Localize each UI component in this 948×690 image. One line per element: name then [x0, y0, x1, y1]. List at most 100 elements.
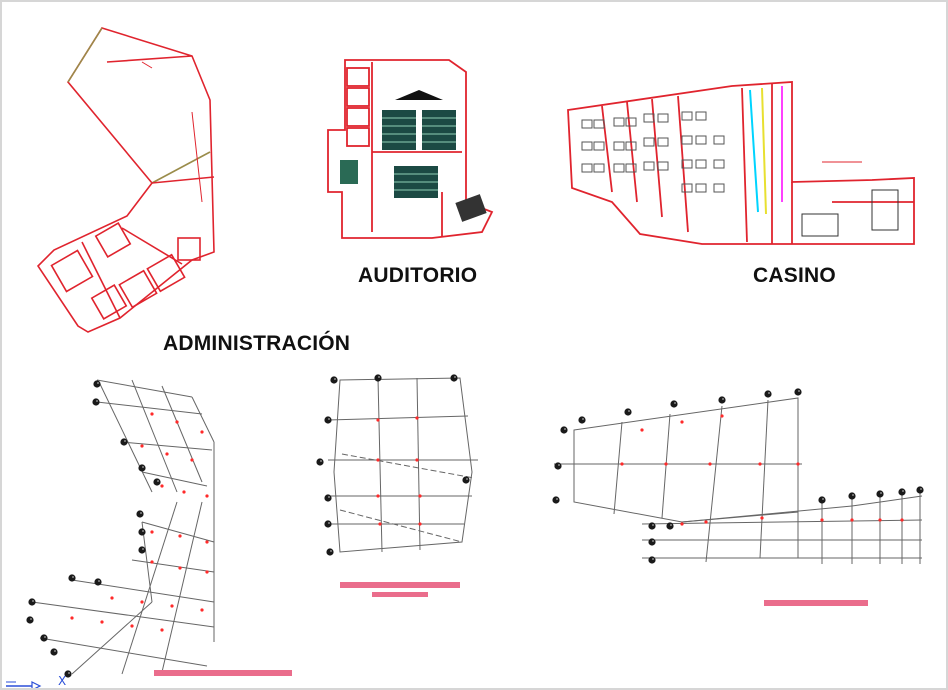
column-marker-highlight: [124, 440, 126, 442]
column-marker: [153, 478, 161, 486]
column-marker-highlight: [98, 580, 100, 582]
casino-floor-plan: [567, 81, 915, 245]
grid-node: [376, 458, 380, 462]
column-marker: [818, 496, 826, 504]
grid-node: [175, 420, 179, 424]
column-marker-highlight: [140, 512, 142, 514]
column-marker: [50, 648, 58, 656]
grid-node: [205, 570, 209, 574]
column-marker-highlight: [157, 480, 159, 482]
grid-node: [760, 516, 764, 520]
administracion-floor-plan: [36, 27, 215, 333]
column-marker: [718, 396, 726, 404]
column-marker-highlight: [722, 398, 724, 400]
grid-node: [664, 462, 668, 466]
grid-node: [796, 462, 800, 466]
column-marker-highlight: [768, 392, 770, 394]
column-marker-highlight: [466, 478, 468, 480]
column-marker: [136, 510, 144, 518]
grid-node: [150, 530, 154, 534]
column-marker: [848, 492, 856, 500]
column-marker: [138, 546, 146, 554]
casino-structural-grid: [554, 397, 923, 564]
administracion-label: ADMINISTRACIÓN: [163, 332, 351, 355]
grid-node: [418, 494, 422, 498]
column-marker: [40, 634, 48, 642]
column-marker-highlight: [68, 672, 70, 674]
grid-node: [110, 596, 114, 600]
column-marker: [462, 476, 470, 484]
grid-node: [640, 428, 644, 432]
casino-label: CASINO: [753, 264, 836, 287]
column-marker-highlight: [334, 378, 336, 380]
column-marker-highlight: [582, 418, 584, 420]
scale-bar: [340, 582, 460, 588]
column-marker-highlight: [72, 576, 74, 578]
grid-node: [205, 494, 209, 498]
scale-bars: [154, 582, 868, 676]
grid-node: [708, 462, 712, 466]
grid-node: [170, 604, 174, 608]
grid-node: [182, 490, 186, 494]
grid-node: [160, 484, 164, 488]
column-marker-highlight: [670, 524, 672, 526]
column-marker-highlight: [454, 376, 456, 378]
column-marker-highlight: [378, 376, 380, 378]
scale-bar: [764, 600, 868, 606]
column-marker: [26, 616, 34, 624]
column-marker-highlight: [628, 410, 630, 412]
column-marker: [552, 496, 560, 504]
grid-node: [130, 624, 134, 628]
column-marker: [648, 522, 656, 530]
grid-node: [850, 518, 854, 522]
column-marker-highlight: [674, 402, 676, 404]
column-marker-highlight: [852, 494, 854, 496]
auditorio-floor-plan: [327, 59, 494, 239]
column-marker: [624, 408, 632, 416]
column-marker-highlight: [558, 464, 560, 466]
grid-node: [150, 560, 154, 564]
column-marker: [374, 374, 382, 382]
column-marker-highlight: [822, 498, 824, 500]
column-marker-highlight: [920, 488, 922, 490]
grid-node: [415, 416, 419, 420]
grid-node: [200, 430, 204, 434]
column-markers: [26, 374, 924, 678]
grid-node: [160, 628, 164, 632]
column-marker: [68, 574, 76, 582]
column-marker-highlight: [142, 466, 144, 468]
auditorio-structural-grid: [327, 377, 478, 553]
column-marker: [324, 416, 332, 424]
column-marker: [560, 426, 568, 434]
auditorio-label: AUDITORIO: [358, 264, 478, 287]
column-marker-highlight: [320, 460, 322, 462]
grid-node: [376, 494, 380, 498]
grid-node: [900, 518, 904, 522]
column-marker: [578, 416, 586, 424]
grid-node: [100, 620, 104, 624]
grid-node: [178, 534, 182, 538]
column-marker: [330, 376, 338, 384]
column-marker-highlight: [652, 524, 654, 526]
column-marker: [138, 528, 146, 536]
administracion-structural-grid: [31, 379, 215, 675]
grid-node: [376, 418, 380, 422]
grid-node: [680, 420, 684, 424]
column-marker: [554, 462, 562, 470]
column-marker-highlight: [96, 400, 98, 402]
column-marker: [138, 464, 146, 472]
grid-node: [140, 444, 144, 448]
grid-node: [200, 608, 204, 612]
column-marker-highlight: [652, 540, 654, 542]
scale-bar: [372, 592, 428, 597]
grid-node: [878, 518, 882, 522]
grid-node: [720, 414, 724, 418]
column-marker-highlight: [142, 530, 144, 532]
column-marker: [666, 522, 674, 530]
column-marker: [324, 494, 332, 502]
grid-node: [820, 518, 824, 522]
column-marker-highlight: [32, 600, 34, 602]
grid-node: [704, 520, 708, 524]
grid-node: [758, 462, 762, 466]
